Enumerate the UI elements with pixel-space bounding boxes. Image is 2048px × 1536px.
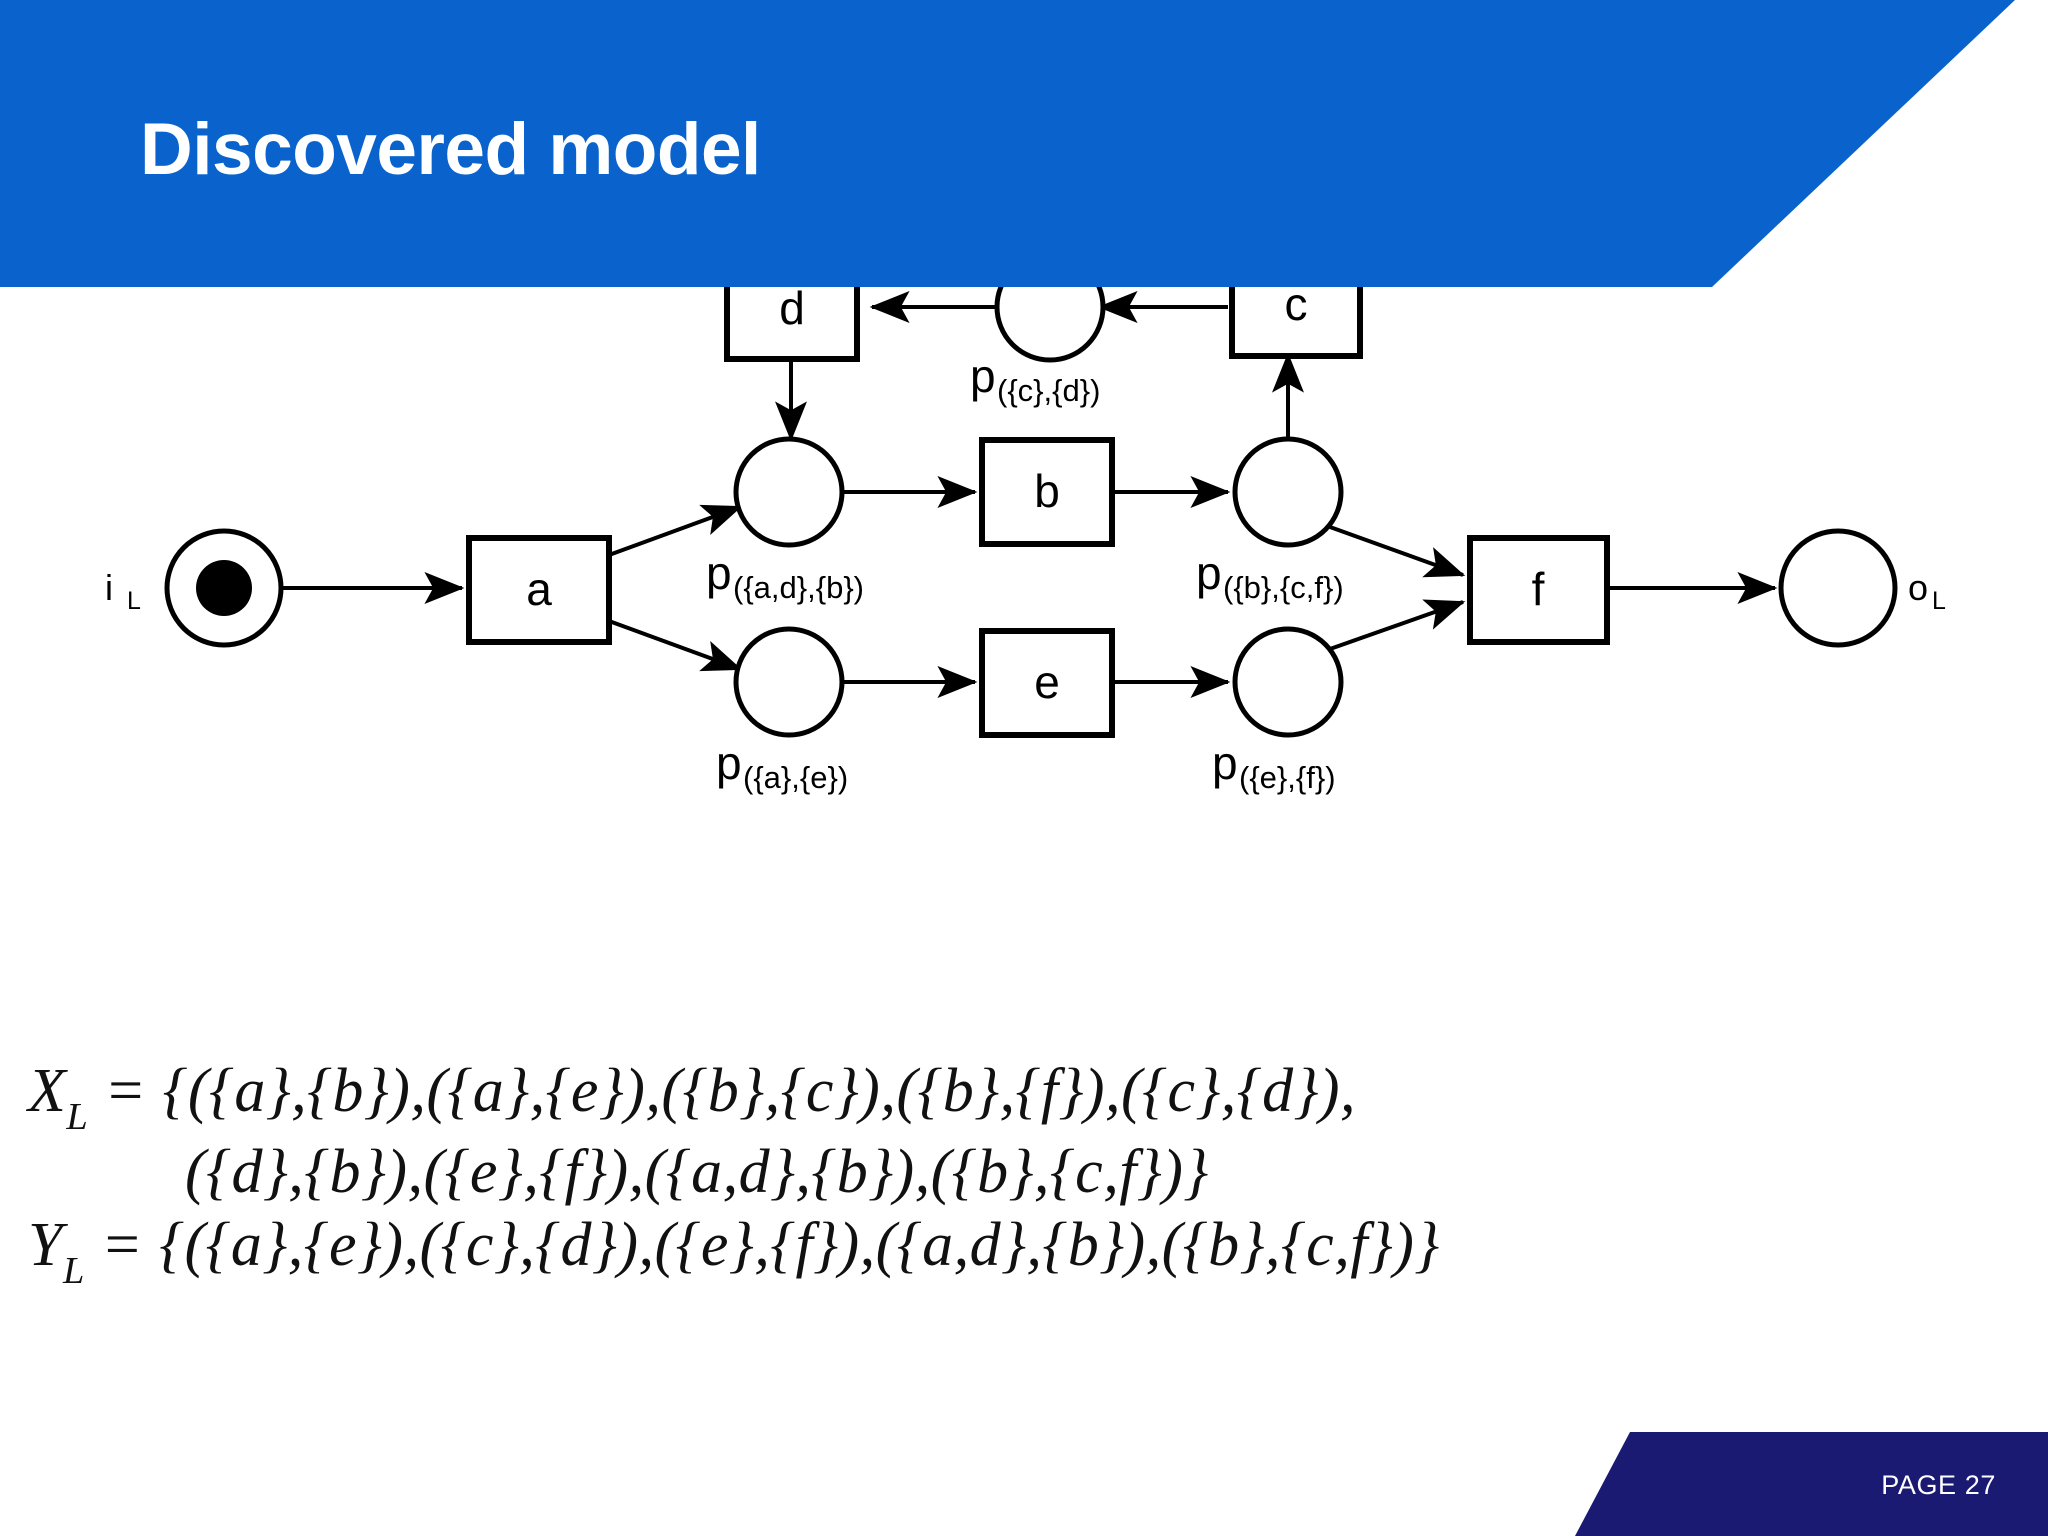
place-p-e-f: [1232, 626, 1344, 738]
formula-line-1-rest: = {({a},{b}),({a},{e}),({b},{c}),({b},{f…: [88, 1057, 1357, 1125]
transition-d: [724, 287, 860, 362]
transition-b: [979, 437, 1115, 547]
transition-f-label: f: [1532, 563, 1545, 615]
formula-line-1-sub: L: [66, 1096, 89, 1138]
formula-line-3-rest: = {({a},{e}),({c},{d}),({e},{f}),({a,d},…: [84, 1210, 1440, 1279]
transition-b-label: b: [1034, 465, 1060, 517]
transition-e-label: e: [1034, 656, 1060, 708]
formula-line-1: XL = {({a},{b}),({a},{e}),({b},{c}),({b}…: [0, 1055, 2048, 1138]
formula-line-3-var: Y: [28, 1210, 63, 1279]
place-p-a-e-label: p: [716, 737, 742, 789]
transition-a-label: a: [526, 563, 552, 615]
formula-block: XL = {({a},{b}),({a},{e}),({b},{c}),({b}…: [0, 1055, 2048, 1292]
formula-line-3-sub: L: [62, 1249, 85, 1292]
place-p-b-cf-label-sub: ({b},{c,f}): [1223, 570, 1344, 605]
transition-c: [1229, 287, 1363, 359]
place-p-c-d-label: p: [970, 350, 996, 402]
transition-a: [466, 535, 612, 645]
place-p-c-d: [994, 287, 1106, 363]
place-p-a-e-label-sub: ({a},{e}): [743, 760, 848, 795]
arc-group: [281, 291, 1778, 698]
arc-a-pADB: [608, 504, 743, 557]
arc-pEF-f: [1329, 599, 1466, 651]
place-output-label-sub: L: [1932, 587, 1946, 615]
place-p-b-cf-label: p: [1196, 547, 1222, 599]
place-p-e-f-label-sub: ({e},{f}): [1239, 760, 1336, 795]
place-p-ad-b: [733, 436, 845, 548]
place-p-b-cf: [1232, 436, 1344, 548]
token-dot: [196, 560, 252, 616]
arc-a-pAE: [608, 619, 743, 672]
transition-d-label: d: [779, 287, 805, 334]
place-input-label-sub: L: [127, 587, 141, 615]
place-input: [164, 528, 284, 648]
slide-header-banner: [0, 0, 2015, 287]
transition-c-label: c: [1285, 287, 1308, 330]
place-p-ad-b-label-sub: ({a,d},{b}): [733, 570, 864, 605]
formula-line-3: YL = {({a},{e}),({c},{d}),({e},{f}),({a,…: [0, 1209, 2048, 1292]
place-input-label: i: [105, 567, 113, 608]
footer-banner: PAGE 27: [1575, 1432, 2048, 1536]
place-p-e-f-label: p: [1212, 737, 1238, 789]
place-output-label: o: [1908, 567, 1928, 608]
place-p-c-d-label-sub: ({c},{d}): [997, 373, 1100, 408]
formula-line-1-var: X: [28, 1057, 67, 1125]
page-number-label: PAGE 27: [1881, 1470, 1996, 1500]
transition-e: [979, 628, 1115, 738]
place-p-ad-b-label: p: [706, 547, 732, 599]
page-title: Discovered model: [140, 109, 761, 190]
petri-net-diagram: i L o L a b c d e f p ({a,d},{b}) p ({b}…: [0, 287, 2048, 1047]
arc-pBCF-f: [1329, 525, 1466, 578]
place-p-a-e: [733, 626, 845, 738]
formula-line-2: ({d},{b}),({e},{f}),({a,d},{b}),({b},{c,…: [185, 1137, 1209, 1206]
place-output: [1778, 528, 1898, 648]
transition-f: [1467, 535, 1610, 645]
